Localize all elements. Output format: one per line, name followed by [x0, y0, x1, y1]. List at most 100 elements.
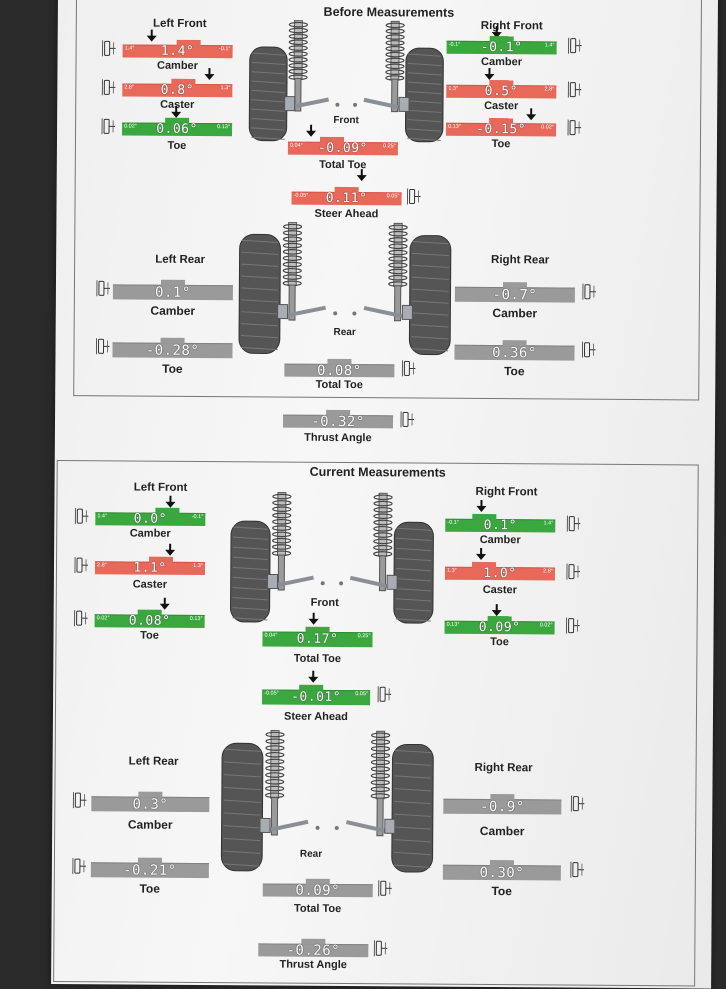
thrust-icon	[399, 410, 415, 428]
gauge-value: 1.0°	[445, 566, 555, 582]
gauge-lf-camber: 1.4°-0.1°0.0°	[95, 507, 205, 526]
gauge-value: 0.3°	[91, 796, 209, 813]
gauge-value: -0.28°	[112, 342, 232, 359]
gauge-rear-total-toe: 0.09°	[263, 878, 373, 897]
gauge-rr-camber: -0.9°	[443, 794, 561, 815]
gauge-value: -0.15°	[446, 122, 556, 138]
gauge-rf-toe: 0.13°0.02°0.09°	[445, 616, 555, 635]
gauge-value: -0.26°	[258, 942, 368, 959]
gauge-label: Toe	[443, 884, 561, 899]
gauge-label: Toe	[122, 139, 232, 152]
steer-ahead-icon	[400, 359, 416, 377]
caster-icon	[565, 563, 581, 581]
rear-suspension-diagram	[224, 220, 465, 362]
gauge-lr-camber: 0.3°	[91, 791, 209, 812]
front-suspension-diagram	[236, 18, 457, 150]
gauge-lr-toe: -0.21°	[91, 857, 209, 878]
toe-icon	[566, 119, 582, 137]
steer-ahead-icon	[376, 685, 392, 703]
gauge-label: Total Toe	[263, 902, 373, 915]
camber-icon	[569, 795, 585, 813]
current-measurements-panel: Current Measurements Left Front 1.4°-0.1…	[53, 460, 699, 986]
gauge-label: Camber	[446, 56, 556, 69]
gauge-rf-caster: 1.3°2.8°0.5°	[446, 80, 556, 99]
gauge-label: Camber	[91, 817, 209, 832]
gauge-value: -0.9°	[443, 799, 561, 816]
gauge-value: -0.01°	[262, 689, 370, 705]
gauge-label: Camber	[113, 303, 233, 318]
toe-icon	[100, 117, 116, 135]
gauge-value: 0.36°	[454, 345, 574, 362]
gauge-label: Toe	[444, 636, 554, 649]
toe-icon	[565, 617, 581, 635]
gauge-steer-ahead: -0.05°0.05°0.11°	[292, 187, 402, 206]
gauge-value: 0.09°	[445, 620, 555, 636]
gauge-label: Toe	[94, 629, 204, 642]
gauge-value: 0.17°	[262, 631, 372, 647]
camber-icon	[581, 283, 597, 301]
caster-icon	[73, 556, 89, 574]
panel-title: Current Measurements	[58, 463, 698, 481]
gauge-label: Caster	[95, 578, 205, 591]
gauge-value: -0.32°	[283, 414, 393, 431]
gauge-lf-toe: 0.02°0.13°0.08°	[95, 609, 205, 628]
gauge-lf-caster: 2.8°1.3°1.1°	[95, 556, 205, 575]
gauge-rear-total-toe: 0.08°	[284, 359, 394, 378]
gauge-label: Toe	[91, 881, 209, 896]
gauge-label: Camber	[443, 824, 561, 839]
front-label: Front	[295, 597, 355, 609]
gauge-lr-camber: 0.1°	[113, 279, 233, 300]
gauge-label: Thrust Angle	[258, 958, 368, 971]
right-front-header: Right Front	[467, 20, 557, 33]
gauge-rf-camber: -0.1°1.4°-0.1°	[447, 36, 557, 55]
camber-icon	[565, 515, 581, 533]
steer-ahead-icon	[377, 879, 393, 897]
camber-icon	[73, 507, 89, 525]
gauge-label: Camber	[445, 534, 555, 547]
gauge-value: 0.09°	[263, 882, 373, 899]
gauge-label: Camber	[95, 527, 205, 540]
camber-icon	[71, 791, 87, 809]
rear-label: Rear	[320, 327, 370, 338]
left-rear-header: Left Rear	[104, 755, 204, 768]
gauge-label: Total Toe	[262, 652, 372, 665]
gauge-total-toe: 0.04°0.25°-0.09°	[288, 137, 398, 156]
gauge-lr-toe: -0.28°	[112, 337, 232, 358]
gauge-value: -0.21°	[91, 862, 209, 879]
gauge-label: Camber	[455, 306, 575, 321]
gauge-label: Toe	[446, 138, 556, 151]
gauge-thrust-angle: -0.32°	[283, 410, 393, 429]
toe-icon	[569, 861, 585, 879]
gauge-value: 0.1°	[113, 284, 233, 301]
gauge-rf-caster: 1.3°2.8°1.0°	[445, 562, 555, 581]
right-rear-header: Right Rear	[454, 762, 554, 775]
gauge-value: 0.08°	[284, 363, 394, 380]
gauge-value: 0.06°	[122, 121, 232, 137]
gauge-value: 0.1°	[445, 518, 555, 534]
camber-icon	[95, 279, 111, 297]
rear-label: Rear	[281, 849, 341, 860]
gauge-value: -0.09°	[288, 141, 398, 157]
right-front-header: Right Front	[461, 486, 551, 499]
toe-icon	[71, 857, 87, 875]
gauge-rr-toe: 0.30°	[443, 860, 561, 881]
gauge-value: -0.7°	[455, 287, 575, 304]
front-suspension-diagram	[217, 490, 448, 632]
gauge-label: Total Toe	[288, 159, 398, 172]
gauge-rf-toe: 0.13°0.02°-0.15°	[446, 118, 556, 137]
gauge-label: Toe	[454, 364, 574, 379]
gauge-lf-camber: 1.4°-0.1°1.4°	[123, 39, 233, 58]
gauge-label: Caster	[446, 100, 556, 113]
gauge-thrust-angle: -0.26°	[258, 938, 368, 957]
gauge-label: Steer Ahead	[291, 208, 401, 221]
left-front-header: Left Front	[135, 18, 225, 31]
camber-icon	[567, 37, 583, 55]
gauge-value: 0.5°	[446, 84, 556, 100]
gauge-rr-camber: -0.7°	[455, 282, 575, 303]
gauge-label: Toe	[112, 361, 232, 376]
gauge-label: Steer Ahead	[262, 710, 370, 723]
gauge-steer-ahead: -0.05°0.05°-0.01°	[262, 684, 370, 705]
printout-page: Before Measurements Left Front 1.4°-0.1°…	[51, 0, 718, 989]
gauge-value: 0.30°	[443, 865, 561, 882]
gauge-total-toe: 0.04°0.25°0.17°	[262, 626, 372, 647]
